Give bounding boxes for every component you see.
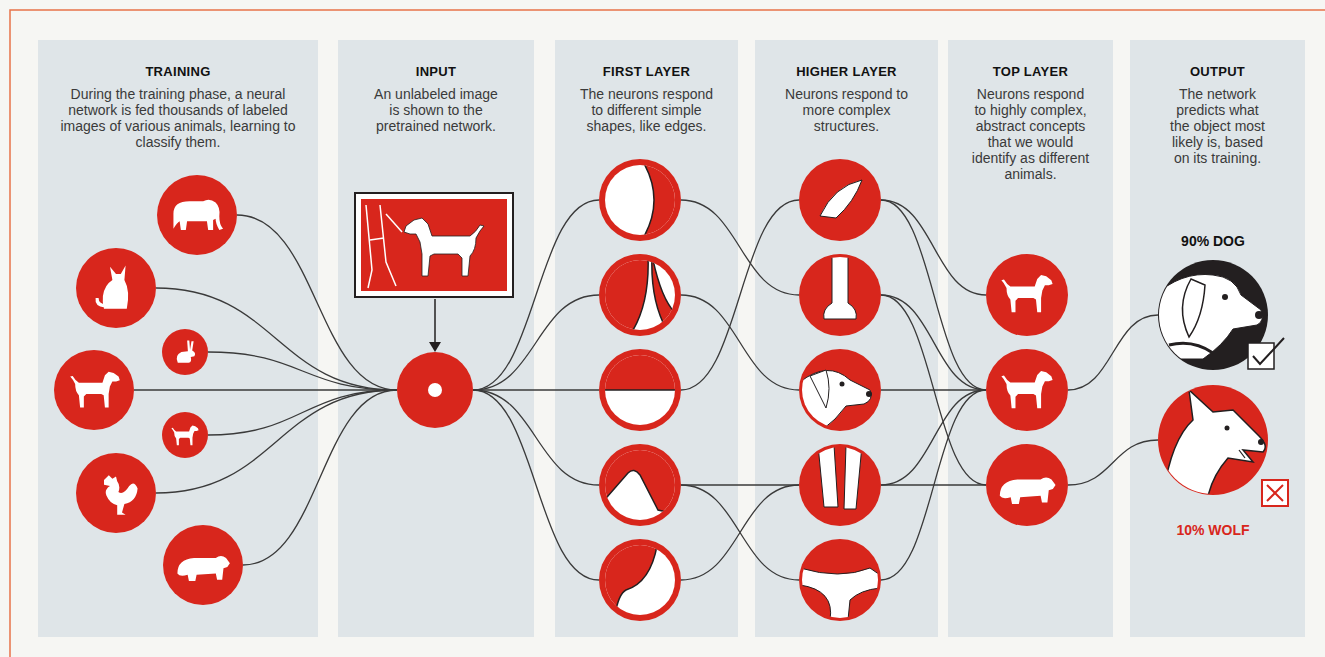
column-description: Neurons respond to highly complex, abstr… xyxy=(970,86,1092,182)
column-heading: TRAINING xyxy=(38,62,318,82)
prediction-label: 90% DOG xyxy=(1146,232,1280,250)
input-neuron xyxy=(397,352,473,428)
incorrect-checkbox xyxy=(1262,480,1288,506)
input-arrow xyxy=(429,299,441,352)
column-heading: TOP LAYER xyxy=(948,62,1113,82)
prediction-circle-fill xyxy=(1158,385,1268,495)
part-detectors xyxy=(799,159,881,621)
wolf-prediction-art xyxy=(1163,390,1265,496)
column-description: During the training phase, a neural netw… xyxy=(56,86,301,150)
prediction-label: 10% WOLF xyxy=(1146,521,1280,539)
column-description: The network predicts what the object mos… xyxy=(1167,86,1269,166)
correct-checkbox xyxy=(1248,338,1284,369)
column-description: An unlabeled image is shown to the pretr… xyxy=(374,86,499,134)
column-heading: HIGHER LAYER xyxy=(755,62,938,82)
animal-concepts xyxy=(986,254,1068,526)
training-animals xyxy=(54,175,243,605)
column-heading: INPUT xyxy=(338,62,534,82)
network-wires xyxy=(134,200,1158,580)
dog-prediction-art xyxy=(1153,274,1263,359)
column-description: The neurons respond to different simple … xyxy=(577,86,717,134)
input-photo xyxy=(355,193,513,297)
column-heading: OUTPUT xyxy=(1130,62,1305,82)
edge-detectors xyxy=(599,159,681,621)
page-frame xyxy=(10,10,1325,657)
column-description: Neurons respond to more complex structur… xyxy=(779,86,914,134)
column-heading: FIRST LAYER xyxy=(555,62,738,82)
column-panel: INPUT An unlabeled image is shown to the … xyxy=(338,40,534,637)
column-panel: TOP LAYER Neurons respond to highly compl… xyxy=(948,40,1113,637)
